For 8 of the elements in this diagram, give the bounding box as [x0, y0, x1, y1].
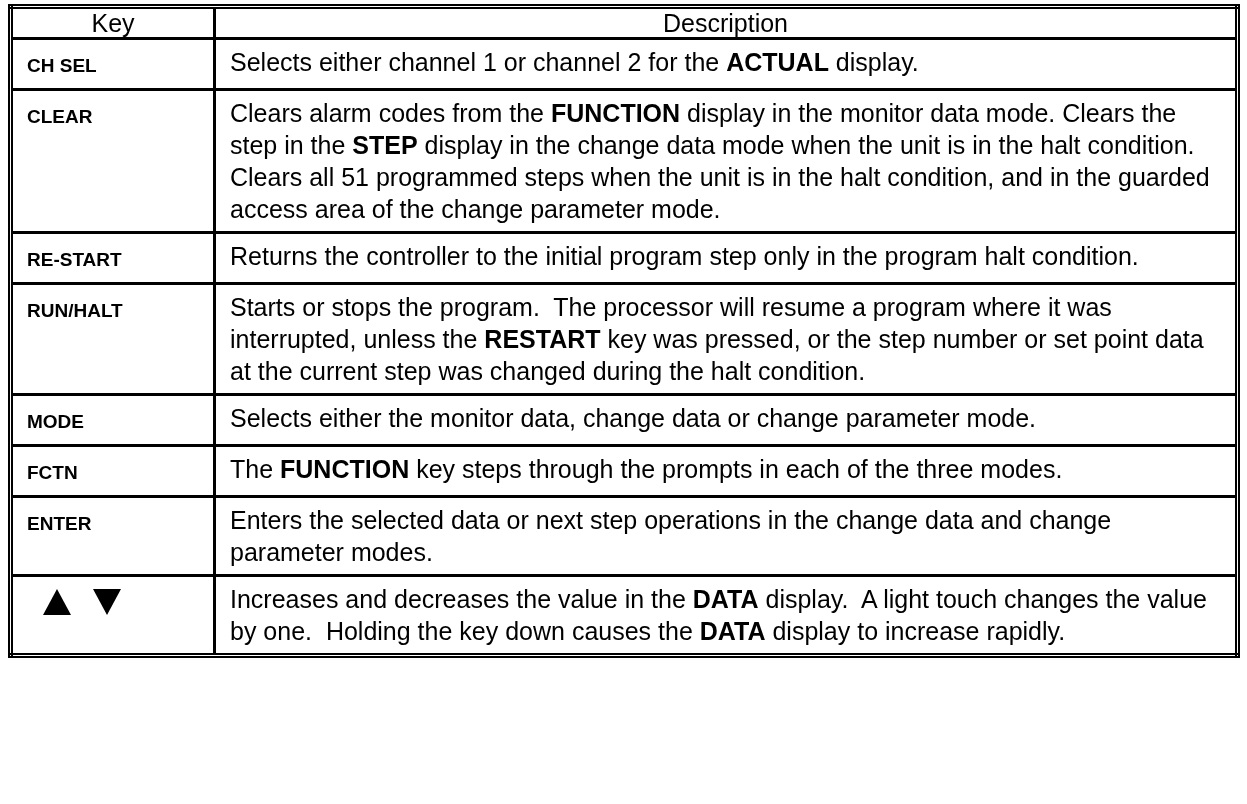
key-name: RE-START	[10, 232, 215, 284]
key-name: FCTN	[10, 445, 215, 497]
key-name: CH SEL	[10, 38, 215, 90]
key-name: ENTER	[10, 496, 215, 576]
column-header: Key	[10, 6, 215, 39]
key-name: RUN/HALT	[10, 283, 215, 395]
key-name: CLEAR	[10, 89, 215, 233]
key-name: MODE	[10, 394, 215, 446]
